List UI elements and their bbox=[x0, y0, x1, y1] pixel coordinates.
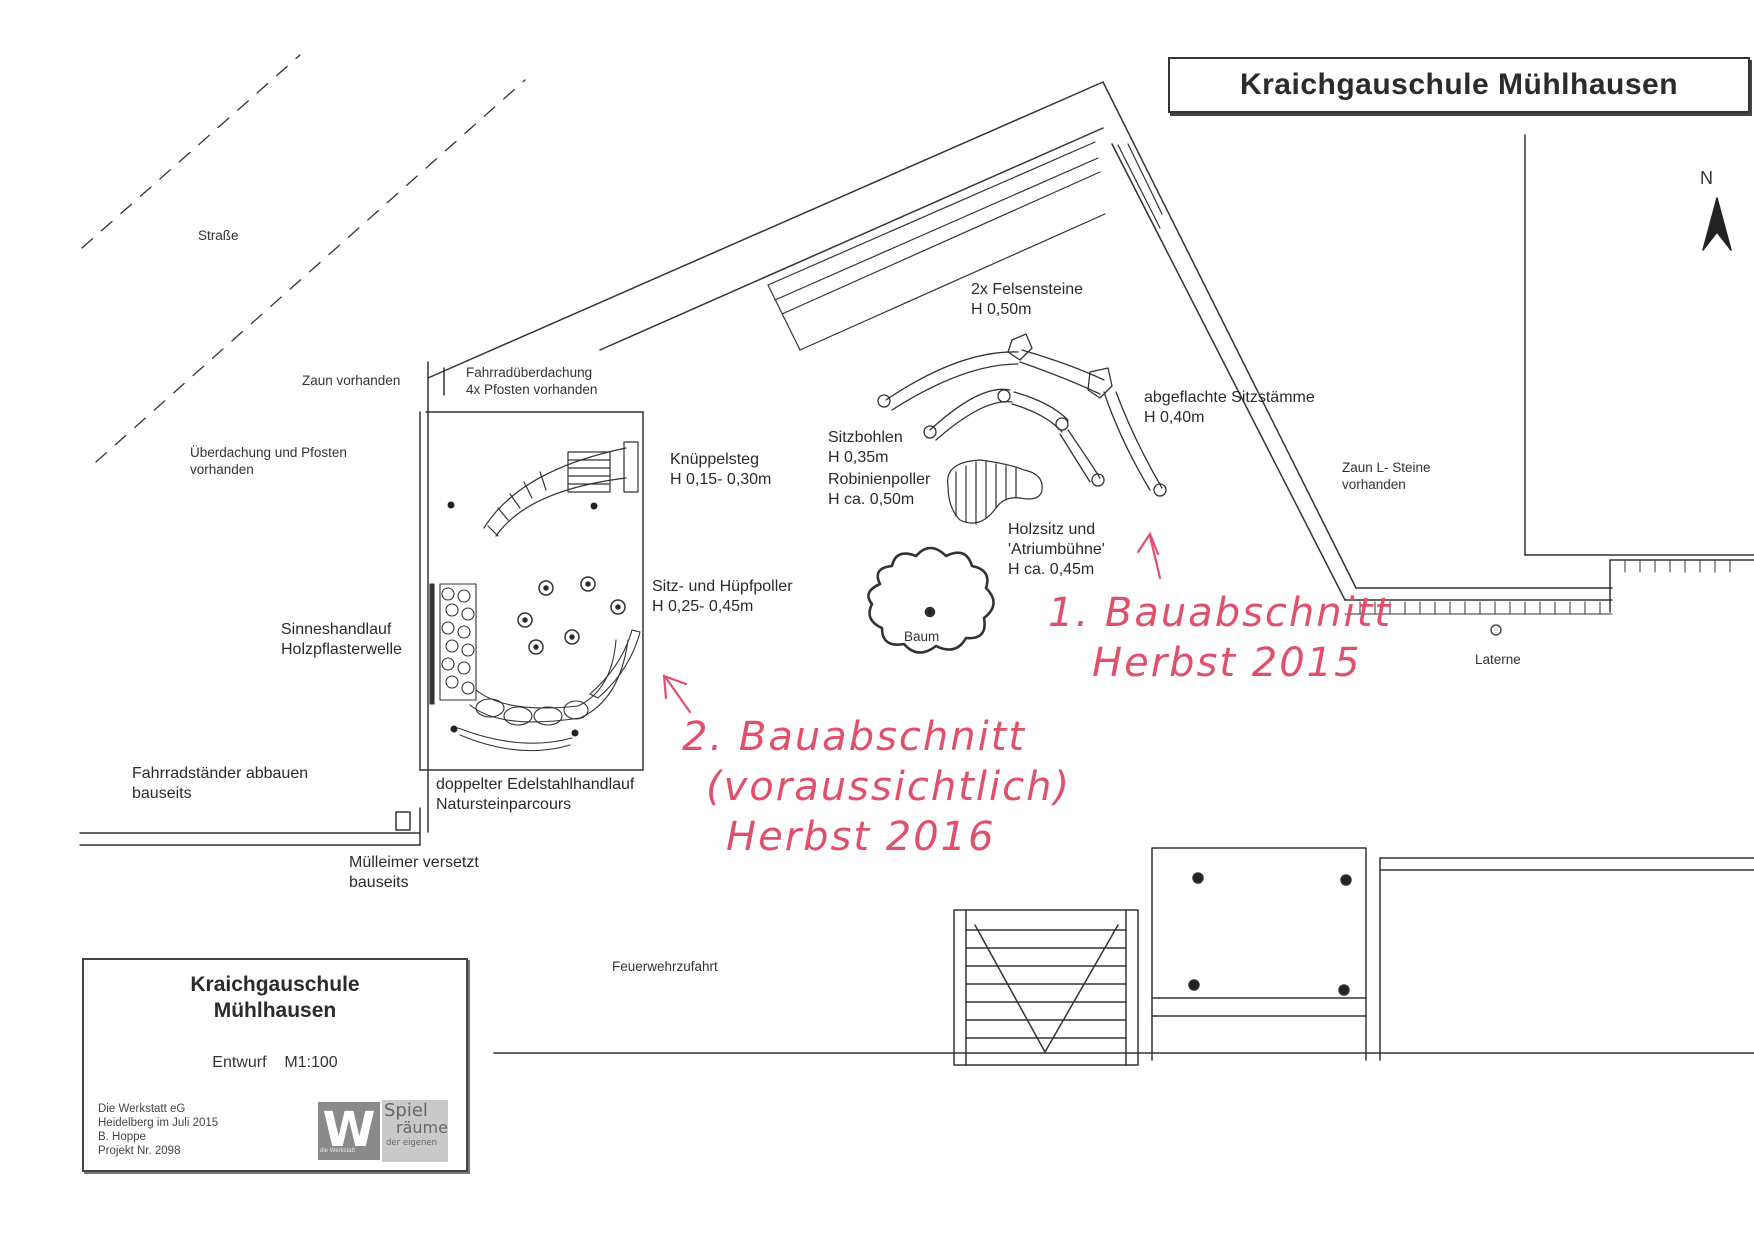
label-sitzstaemme-line2: H 0,40m bbox=[1144, 409, 1205, 426]
label-sitzstaemme-line1: abgeflachte Sitzstämme bbox=[1144, 389, 1315, 406]
label-holzsitz-line1: Holzsitz und bbox=[1008, 521, 1096, 538]
label-fahrradueberdachung: Fahrradüberdachung 4x Pfosten vorhanden bbox=[466, 364, 597, 398]
label-edelstahlhandlauf-line2: Natursteinparcours bbox=[436, 796, 572, 813]
label-edelstahlhandlauf: doppelter Edelstahlhandlauf Natursteinpa… bbox=[436, 775, 634, 815]
staircase bbox=[953, 909, 1139, 1066]
sitzstaemme bbox=[877, 333, 1167, 497]
label-sitzstaemme: abgeflachte Sitzstämme H 0,40m bbox=[1144, 388, 1315, 428]
street-lines bbox=[81, 54, 526, 463]
zone-phase2 bbox=[419, 361, 644, 833]
label-laterne: Laterne bbox=[1475, 652, 1521, 667]
logo-subtitle: die Werkstatt bbox=[320, 1148, 355, 1154]
label-feuerwehrzufahrt: Feuerwehrzufahrt bbox=[612, 959, 718, 974]
label-fahrradstaender-line1: Fahrradständer abbauen bbox=[132, 765, 309, 782]
arrow-phase2-icon bbox=[662, 674, 692, 714]
sitz-huepfpoller bbox=[517, 576, 626, 655]
label-sitzpoller-line2: H 0,25- 0,45m bbox=[652, 598, 754, 615]
logo-letter: W bbox=[318, 1102, 380, 1160]
road-edges bbox=[79, 807, 1754, 1061]
label-felsensteine: 2x Felsensteine H 0,50m bbox=[971, 280, 1083, 320]
logo-word3: der eigenen bbox=[386, 1138, 438, 1148]
north-arrow-icon bbox=[1702, 197, 1732, 251]
natursteinparcours bbox=[457, 629, 641, 752]
logo-wordmark: Spiel räume der eigenen bbox=[382, 1100, 448, 1162]
label-zaun-vorhanden: Zaun vorhanden bbox=[302, 373, 401, 388]
label-robinienpoller-line1: Robinienpoller bbox=[828, 471, 931, 488]
label-sinneshandlauf: Sinneshandlauf Holzpflasterwelle bbox=[281, 620, 402, 660]
label-muelleimer: Mülleimer versetzt bauseits bbox=[349, 853, 479, 893]
label-ueberdachung-line2: vorhanden bbox=[190, 462, 254, 477]
office-line2: Heidelberg im Juli 2015 bbox=[98, 1117, 219, 1129]
label-muelleimer-line2: bauseits bbox=[349, 874, 409, 891]
knueppelsteg bbox=[483, 441, 639, 537]
label-robinienpoller: Robinienpoller H ca. 0,50m bbox=[828, 470, 930, 510]
label-knueppelsteg-line1: Knüppelsteg bbox=[670, 451, 759, 468]
steps-top bbox=[767, 141, 1163, 351]
platform bbox=[1151, 847, 1367, 1061]
label-fahrradstaender: Fahrradständer abbauen bauseits bbox=[132, 764, 308, 804]
label-strasse: Straße bbox=[198, 228, 239, 243]
label-sitzpoller-line1: Sitz- und Hüpfpoller bbox=[652, 578, 793, 595]
label-holzsitz-line2: 'Atriumbühne' bbox=[1008, 541, 1105, 558]
title-block-heading-line2: Mühlhausen bbox=[213, 999, 337, 1022]
label-sinneshandlauf-line1: Sinneshandlauf bbox=[281, 621, 392, 638]
title-block-heading-line1: Kraichgauschule bbox=[190, 973, 360, 996]
label-ueberdachung-line1: Überdachung und Pfosten bbox=[190, 445, 347, 460]
office-line4: Projekt Nr. 2098 bbox=[98, 1145, 181, 1157]
label-sinneshandlauf-line2: Holzpflasterwelle bbox=[281, 641, 402, 658]
label-muelleimer-line1: Mülleimer versetzt bbox=[349, 854, 479, 871]
annotation-phase1-line2: Herbst 2015 bbox=[1092, 640, 1362, 686]
label-holzsitz-line3: H ca. 0,45m bbox=[1008, 561, 1095, 578]
title-block: Kraichgauschule Mühlhausen Entwurf M1:10… bbox=[82, 958, 468, 1172]
label-sitzpoller: Sitz- und Hüpfpoller H 0,25- 0,45m bbox=[652, 577, 793, 617]
l-stones bbox=[1344, 559, 1731, 615]
logo-word1: Spiel bbox=[384, 1100, 428, 1121]
title-block-scale: Entwurf M1:100 bbox=[212, 1054, 338, 1071]
north-label: N bbox=[1700, 168, 1713, 188]
label-felsensteine-line1: 2x Felsensteine bbox=[971, 281, 1084, 298]
robinienpoller bbox=[947, 459, 1043, 525]
label-knueppelsteg: Knüppelsteg H 0,15- 0,30m bbox=[670, 450, 771, 490]
annotation-phase1: 1. Bauabschnitt Herbst 2015 bbox=[1048, 588, 1392, 688]
label-edelstahlhandlauf-line1: doppelter Edelstahlhandlauf bbox=[436, 776, 635, 793]
office-line1: Die Werkstatt eG bbox=[98, 1103, 186, 1115]
building bbox=[1524, 134, 1754, 556]
label-fahrradueberdachung-line1: Fahrradüberdachung bbox=[466, 365, 593, 380]
label-sitzbohlen: Sitzbohlen H 0,35m bbox=[828, 428, 903, 468]
werkstatt-logo: W die Werkstatt Spiel räume der eigenen bbox=[316, 1100, 448, 1162]
annotation-phase1-line1: 1. Bauabschnitt bbox=[1048, 590, 1393, 636]
baum bbox=[867, 546, 995, 654]
label-fahrradstaender-line2: bauseits bbox=[132, 785, 192, 802]
holzpflasterwelle bbox=[429, 583, 477, 705]
title-block-heading: Kraichgauschule Mühlhausen bbox=[84, 972, 466, 1024]
annotation-phase2: 2. Bauabschnitt (voraussichtlich) Herbst… bbox=[682, 712, 1071, 862]
label-baum: Baum bbox=[904, 629, 940, 644]
arrow-phase1-icon bbox=[1136, 531, 1162, 580]
label-zaun-l-steine-line2: vorhanden bbox=[1342, 477, 1406, 492]
label-felsensteine-line2: H 0,50m bbox=[971, 301, 1032, 318]
annotation-phase2-line2: (voraussichtlich) bbox=[706, 764, 1072, 810]
label-knueppelsteg-line2: H 0,15- 0,30m bbox=[670, 471, 772, 488]
label-ueberdachung: Überdachung und Pfosten vorhanden bbox=[190, 444, 347, 478]
label-sitzbohlen-line1: Sitzbohlen bbox=[828, 429, 903, 446]
laterne-icon bbox=[1490, 624, 1502, 636]
annotation-phase2-line1: 2. Bauabschnitt bbox=[682, 714, 1027, 760]
label-zaun-l-steine: Zaun L- Steine vorhanden bbox=[1342, 459, 1431, 493]
office-line3: B. Hoppe bbox=[98, 1131, 146, 1143]
annotation-phase2-line3: Herbst 2016 bbox=[726, 814, 996, 860]
page-title: Kraichgauschule Mühlhausen bbox=[1168, 57, 1750, 113]
title-block-office: Die Werkstatt eG Heidelberg im Juli 2015… bbox=[98, 1102, 218, 1158]
label-sitzbohlen-line2: H 0,35m bbox=[828, 449, 889, 466]
logo-word2: räume bbox=[396, 1118, 448, 1137]
label-fahrradueberdachung-line2: 4x Pfosten vorhanden bbox=[466, 382, 598, 397]
label-zaun-l-steine-line1: Zaun L- Steine bbox=[1342, 460, 1431, 475]
zone-posts bbox=[447, 501, 598, 737]
label-holzsitz: Holzsitz und 'Atriumbühne' H ca. 0,45m bbox=[1008, 520, 1105, 580]
label-robinienpoller-line2: H ca. 0,50m bbox=[828, 491, 915, 508]
